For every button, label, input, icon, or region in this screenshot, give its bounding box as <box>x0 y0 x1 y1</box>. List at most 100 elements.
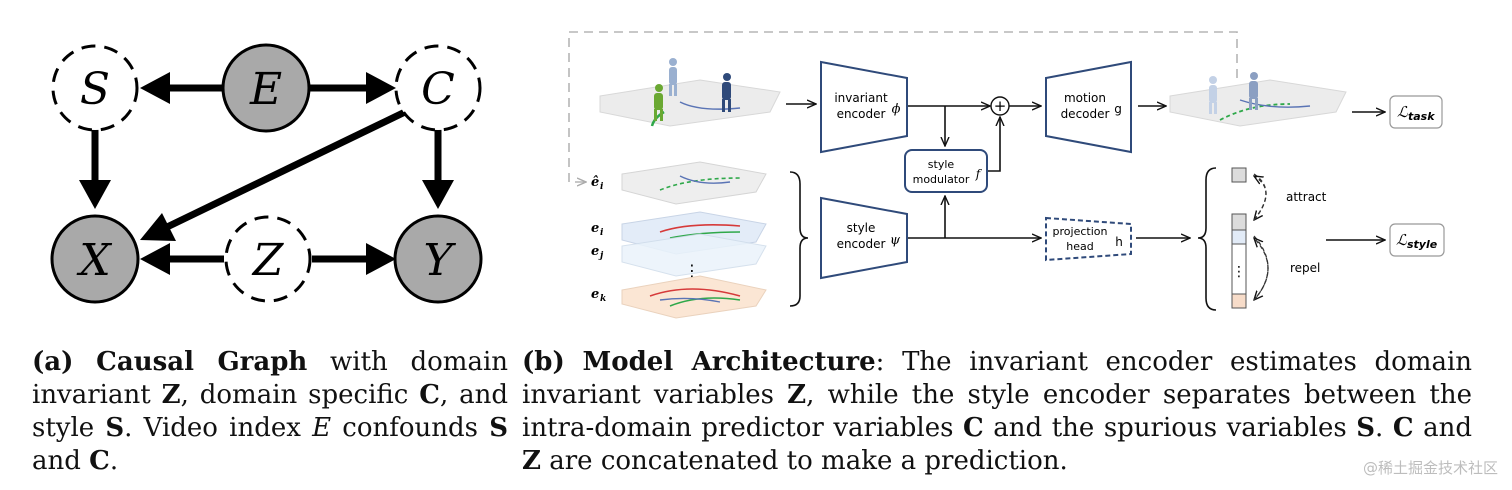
caption-b-var-z: Z <box>787 380 807 410</box>
caption-a-text: . Video index <box>124 413 313 443</box>
style-mod-line1: style <box>928 158 955 171</box>
attract-label: attract <box>1286 190 1327 204</box>
caption-a-text: and <box>32 446 90 476</box>
loss-style-sub: style <box>1407 238 1438 251</box>
node-y: Y <box>393 214 483 304</box>
watermark: @稀土掘金技术社区 <box>1362 459 1498 477</box>
proj-head-line2: head <box>1066 240 1093 253</box>
pedestrian-icon <box>1209 76 1217 114</box>
label-ei-hat: ê <box>591 175 599 190</box>
style-enc-symbol: ψ <box>890 233 901 248</box>
caption-b: (b) Model Architecture: The invariant en… <box>522 346 1472 478</box>
embedding-stack: ⋮ <box>621 161 767 319</box>
node-s: S <box>51 44 139 132</box>
caption-a: (a) Causal Graph with domain invariant Z… <box>32 346 508 478</box>
style-mod-line2: modulator <box>913 173 970 186</box>
label-ej: e <box>591 244 599 259</box>
inv-enc-line2: encoder <box>837 107 886 121</box>
concat-node: + <box>990 96 1010 116</box>
repel-label: repel <box>1290 261 1320 275</box>
label-ei-hat-sub: i <box>600 182 604 192</box>
pedestrian-icon <box>1249 72 1258 110</box>
caption-a-var-c2: C <box>89 446 110 476</box>
style-encoder-block: style encoder ψ <box>820 196 908 280</box>
attract-arrow-back <box>1254 176 1267 221</box>
caption-a-text: with domain invariant <box>32 347 509 410</box>
style-mod-symbol: f <box>975 167 983 181</box>
node-label-z: Z <box>251 235 285 286</box>
input-scene <box>599 58 781 127</box>
node-label-y: Y <box>423 235 456 286</box>
caption-a-label: (a) <box>32 347 74 377</box>
node-label-e: E <box>249 64 282 115</box>
caption-b-text: are concatenated to make a prediction. <box>540 446 1068 476</box>
vector-cell-positive-2 <box>1231 229 1247 245</box>
vector-ellipsis: ⋮ <box>1232 264 1246 280</box>
caption-b-var-s: S <box>1356 413 1376 443</box>
loss-task-sub: task <box>1408 110 1435 123</box>
vector-bracket-left <box>1197 167 1217 311</box>
caption-a-var-s2: S <box>489 413 508 443</box>
arrowhead-c-x <box>140 213 176 241</box>
loss-task-box: ℒ task <box>1389 95 1443 129</box>
inv-enc-symbol: ϕ <box>892 102 901 117</box>
vector-cell-anchor <box>1231 167 1247 183</box>
proj-head-line1: projection <box>1053 225 1108 238</box>
caption-a-var-e: E <box>312 413 332 443</box>
causal-graph: S E C X Z Y <box>50 43 483 304</box>
embedding-ellipsis: ⋮ <box>684 261 700 280</box>
style-enc-line1: style <box>847 221 876 235</box>
loss-style-box: ℒ style <box>1389 223 1445 257</box>
pedestrian-icon <box>654 84 663 121</box>
node-e: E <box>221 43 311 133</box>
label-ek-sub: k <box>600 294 606 304</box>
caption-b-var-c: C <box>963 413 984 443</box>
embedding-plane-ek <box>621 275 767 319</box>
motion-decoder-block: motion decoder g <box>1045 60 1132 154</box>
pedestrian-icon <box>722 73 731 112</box>
node-label-s: S <box>80 64 110 115</box>
caption-b-text: . <box>1375 413 1393 443</box>
caption-b-text: , while the style encoder separates betw… <box>522 380 1472 443</box>
invariant-encoder-block: invariant encoder ϕ <box>820 60 908 154</box>
caption-a-var-z: Z <box>161 380 181 410</box>
motion-dec-symbol: g <box>1114 102 1122 116</box>
caption-a-text: . <box>109 446 119 476</box>
caption-a-var-c: C <box>419 380 440 410</box>
node-z: Z <box>224 215 312 303</box>
label-ei-sub: i <box>600 228 604 238</box>
repel-arrow <box>1254 235 1269 300</box>
inv-enc-line1: invariant <box>834 91 888 105</box>
arrow-modulator-to-plus <box>988 117 1000 172</box>
caption-b-text: : The invariant encoder estimates domain… <box>522 347 1473 410</box>
architecture-diagram: invariant encoder ϕ + motion decoder g <box>568 31 1445 319</box>
plus-symbol: + <box>994 97 1007 115</box>
embedding-plane-ej <box>621 233 767 277</box>
label-ej-sub: j <box>598 251 604 261</box>
caption-b-title: Model Architecture <box>582 347 876 377</box>
motion-dec-line1: motion <box>1064 91 1106 105</box>
label-ei: e <box>591 221 599 236</box>
embedding-plane-ei-hat <box>621 161 767 205</box>
loss-task-script: ℒ <box>1397 103 1409 121</box>
embedding-brace <box>789 171 809 307</box>
caption-a-text: , and style <box>32 380 508 443</box>
caption-b-text: and <box>1413 413 1472 443</box>
label-ek: e <box>591 287 599 302</box>
feedback-dashed-line <box>568 31 1238 182</box>
edge-c-x <box>163 108 407 232</box>
motion-dec-line2: decoder <box>1061 107 1110 121</box>
embedding-labels: ê i e i e j e k <box>591 175 606 304</box>
proj-head-symbol: h <box>1115 235 1123 249</box>
node-c: C <box>394 44 482 132</box>
repel-arrow-back <box>1254 238 1269 301</box>
node-label-c: C <box>421 64 455 115</box>
graph-edges <box>79 72 454 275</box>
vector-cell-positive <box>1231 213 1247 231</box>
pedestrian-icon <box>669 58 677 96</box>
arrowhead-s-x <box>79 180 111 209</box>
node-label-x: X <box>76 235 112 286</box>
projection-head-block: projection head h <box>1045 216 1132 262</box>
arrowhead-e-c <box>366 72 396 104</box>
